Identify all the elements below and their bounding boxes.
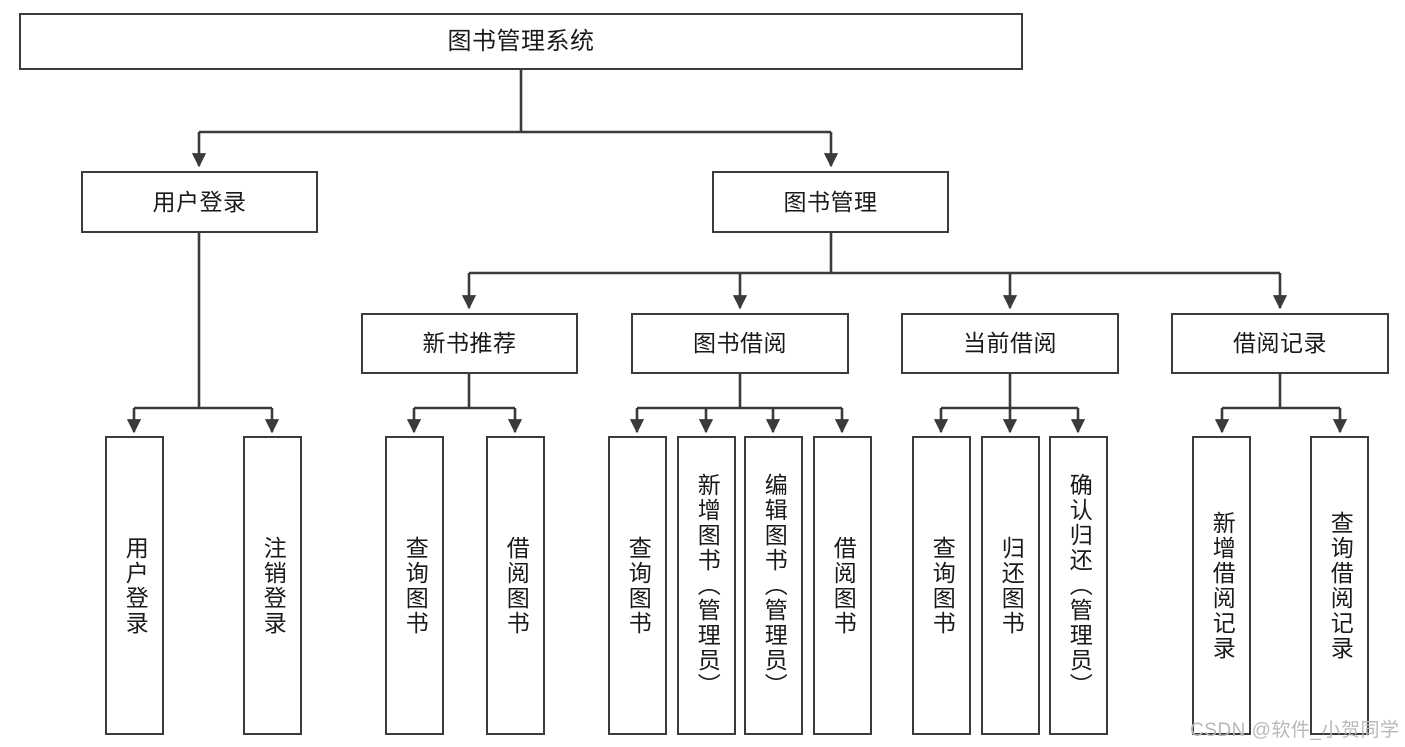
node-borrow-record[interactable]: 借阅记录 [1171, 313, 1389, 374]
node-leaf-add-record[interactable]: 新增借阅记录 [1192, 436, 1251, 735]
node-label: 用户登录 [152, 188, 247, 215]
node-label: 新增借阅记录 [1209, 510, 1236, 661]
node-leaf-return-book[interactable]: 归还图书 [981, 436, 1040, 735]
node-leaf-query-book-2[interactable]: 查询图书 [608, 436, 667, 735]
node-label: 查询借阅记录 [1327, 510, 1354, 661]
node-label: 借阅图书 [503, 535, 530, 636]
node-label: 借阅记录 [1233, 330, 1327, 357]
node-leaf-confirm-return[interactable]: 确认归还（管理员） [1049, 436, 1108, 735]
node-current-borrow[interactable]: 当前借阅 [901, 313, 1119, 374]
node-leaf-query-record[interactable]: 查询借阅记录 [1310, 436, 1369, 735]
node-label: 图书管理 [783, 188, 878, 215]
node-leaf-borrow-book-1[interactable]: 借阅图书 [486, 436, 545, 735]
node-label: 归还图书 [998, 535, 1025, 636]
node-new-book-rec[interactable]: 新书推荐 [361, 313, 578, 374]
node-leaf-user-logout[interactable]: 注销登录 [243, 436, 302, 735]
node-label: 注销登录 [260, 535, 287, 636]
node-label: 图书管理系统 [447, 27, 595, 55]
node-leaf-user-login[interactable]: 用户登录 [105, 436, 164, 735]
node-label: 确认归还（管理员） [1066, 473, 1093, 698]
node-root-system[interactable]: 图书管理系统 [19, 13, 1023, 70]
node-label: 新书推荐 [422, 330, 517, 357]
node-leaf-borrow-book-2[interactable]: 借阅图书 [813, 436, 872, 735]
node-label: 借阅图书 [830, 535, 857, 636]
node-label: 查询图书 [625, 535, 652, 636]
node-book-manage[interactable]: 图书管理 [712, 171, 949, 233]
node-label: 查询图书 [402, 535, 429, 636]
node-leaf-edit-book[interactable]: 编辑图书（管理员） [744, 436, 803, 735]
node-label: 新增图书（管理员） [694, 473, 721, 698]
node-label: 当前借阅 [963, 330, 1057, 357]
node-leaf-add-book[interactable]: 新增图书（管理员） [677, 436, 736, 735]
node-book-borrow[interactable]: 图书借阅 [631, 313, 849, 374]
node-label: 查询图书 [929, 535, 956, 636]
csdn-watermark: CSDN @软件_小贺同学 [1190, 720, 1400, 741]
node-label: 用户登录 [122, 535, 149, 636]
node-user-login[interactable]: 用户登录 [81, 171, 318, 233]
node-leaf-query-book-1[interactable]: 查询图书 [385, 436, 444, 735]
node-label: 编辑图书（管理员） [761, 473, 788, 698]
node-leaf-query-book-3[interactable]: 查询图书 [912, 436, 971, 735]
node-label: 图书借阅 [693, 330, 787, 357]
